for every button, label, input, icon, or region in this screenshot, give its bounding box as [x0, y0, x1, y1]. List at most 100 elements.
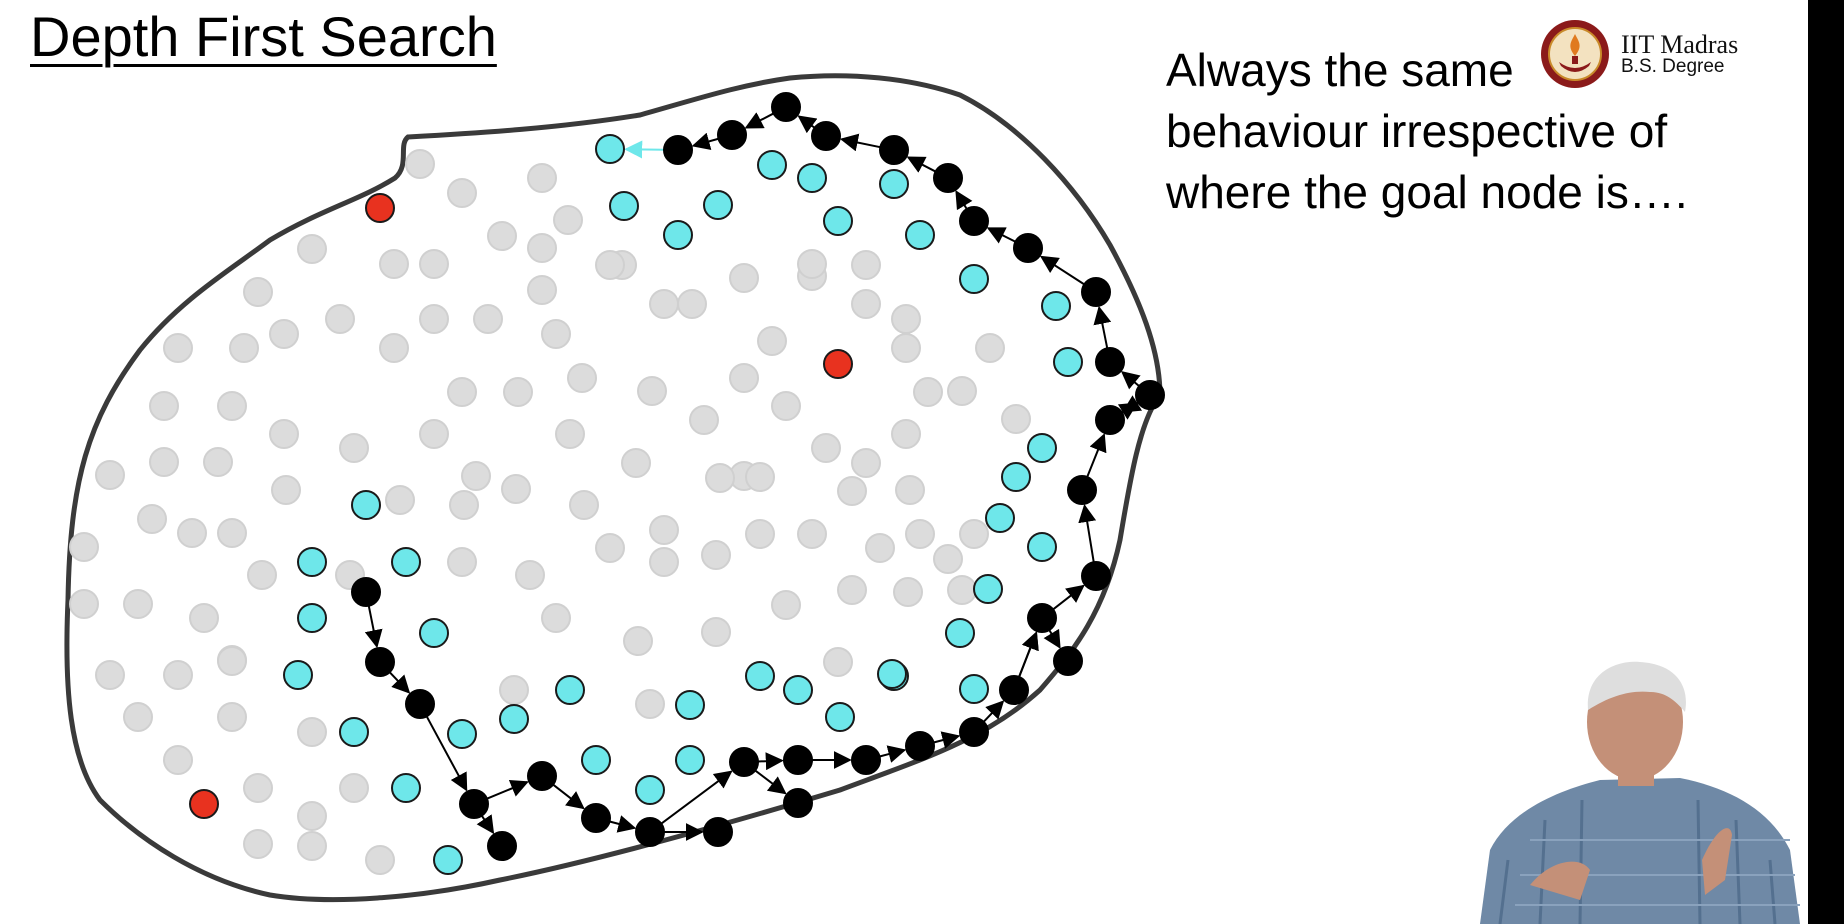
unvisited-node — [501, 474, 531, 504]
unvisited-node — [823, 647, 853, 677]
visited-node — [1053, 646, 1083, 676]
visited-node — [783, 745, 813, 775]
unvisited-node — [405, 149, 435, 179]
visited-node — [1095, 405, 1125, 435]
visited-node — [851, 745, 881, 775]
unvisited-node — [705, 463, 735, 493]
unvisited-node — [447, 547, 477, 577]
unvisited-node — [677, 289, 707, 319]
unvisited-node — [649, 289, 679, 319]
visited-node — [459, 789, 489, 819]
search-edge — [744, 112, 775, 129]
frontier-node — [1053, 347, 1083, 377]
frontier-node — [419, 618, 449, 648]
unvisited-node — [217, 391, 247, 421]
frontier-node — [879, 169, 909, 199]
unvisited-node — [271, 475, 301, 505]
unvisited-node — [553, 205, 583, 235]
unvisited-node — [771, 590, 801, 620]
unvisited-node — [177, 518, 207, 548]
unvisited-node — [701, 617, 731, 647]
frontier-node — [663, 220, 693, 250]
search-edge — [754, 769, 787, 795]
goal-node — [189, 789, 219, 819]
visited-node — [405, 689, 435, 719]
visited-node — [1135, 380, 1165, 410]
visited-node — [771, 92, 801, 122]
unvisited-node — [243, 773, 273, 803]
unvisited-node — [913, 377, 943, 407]
frontier-node — [1041, 291, 1071, 321]
visited-node — [1095, 347, 1125, 377]
visited-node — [351, 577, 381, 607]
frontier-node — [675, 690, 705, 720]
unvisited-node — [569, 490, 599, 520]
visited-node — [365, 647, 395, 677]
frontier-node — [675, 745, 705, 775]
unvisited-node — [851, 289, 881, 319]
frontier-node — [447, 719, 477, 749]
unvisited-node — [297, 801, 327, 831]
visited-node — [729, 747, 759, 777]
frontier-node — [1001, 462, 1031, 492]
visited-node — [1081, 561, 1111, 591]
unvisited-node — [149, 391, 179, 421]
visited-node — [487, 831, 517, 861]
search-edge — [388, 671, 411, 694]
visited-node — [879, 135, 909, 165]
unvisited-node — [851, 448, 881, 478]
unvisited-node — [745, 462, 775, 492]
frontier-node — [351, 490, 381, 520]
visited-node — [999, 675, 1029, 705]
unvisited-node — [379, 249, 409, 279]
unvisited-node — [297, 717, 327, 747]
caption-line: Always the same — [1166, 44, 1514, 96]
frontier-node — [499, 704, 529, 734]
unvisited-node — [637, 376, 667, 406]
frontier-node — [581, 745, 611, 775]
frontier-node — [959, 264, 989, 294]
unvisited-node — [891, 419, 921, 449]
graph-boundary — [64, 73, 1163, 903]
unvisited-node — [689, 405, 719, 435]
visited-node — [717, 120, 747, 150]
unvisited-node — [891, 333, 921, 363]
unvisited-node — [365, 845, 395, 875]
search-edge — [364, 605, 383, 649]
search-edge — [797, 115, 818, 134]
unvisited-node — [527, 163, 557, 193]
search-edge — [486, 779, 529, 800]
unvisited-node — [217, 646, 247, 676]
search-edge — [955, 190, 973, 211]
unvisited-node — [419, 249, 449, 279]
unvisited-node — [137, 504, 167, 534]
visited-node — [783, 788, 813, 818]
search-edge — [906, 156, 937, 173]
unvisited-node — [905, 519, 935, 549]
frontier-node — [825, 702, 855, 732]
unvisited-node — [745, 519, 775, 549]
visited-node — [703, 817, 733, 847]
unvisited-node — [217, 518, 247, 548]
visited-node — [933, 163, 963, 193]
unvisited-node — [757, 326, 787, 356]
unvisited-node — [229, 333, 259, 363]
unvisited-node — [891, 304, 921, 334]
unvisited-node — [325, 304, 355, 334]
unvisited-node — [947, 376, 977, 406]
frontier-node — [1027, 433, 1057, 463]
unvisited-node — [701, 540, 731, 570]
unvisited-node — [203, 447, 233, 477]
unvisited-node — [269, 319, 299, 349]
unvisited-node — [339, 773, 369, 803]
iit-madras-logo: IIT Madras B.S. Degree — [1535, 16, 1765, 96]
visited-node — [959, 717, 989, 747]
search-edge — [1043, 628, 1061, 649]
unvisited-node — [797, 519, 827, 549]
caption-line: behaviour irrespective of — [1166, 105, 1668, 157]
frontier-node — [703, 190, 733, 220]
frontier-node — [985, 503, 1015, 533]
unvisited-node — [975, 333, 1005, 363]
unvisited-node — [447, 377, 477, 407]
search-edge — [933, 731, 961, 749]
